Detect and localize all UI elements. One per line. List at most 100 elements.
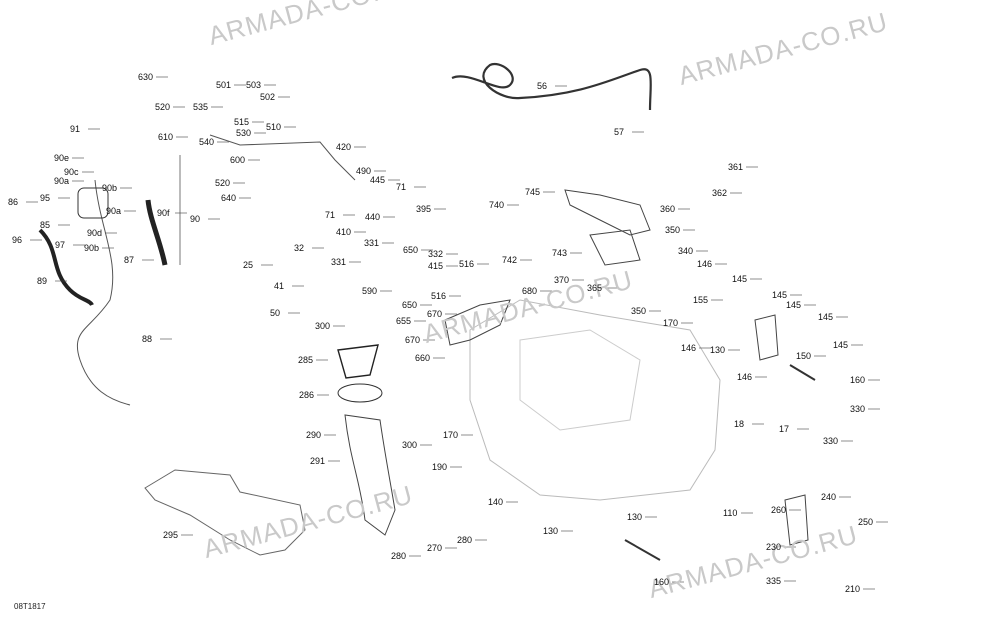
callout-170: 170 xyxy=(663,318,679,328)
callout-370: 370 xyxy=(554,275,570,285)
callout-280: 280 xyxy=(457,535,473,545)
callout-130: 130 xyxy=(627,512,643,522)
callout-190: 190 xyxy=(432,462,448,472)
callout-286: 286 xyxy=(299,390,315,400)
callout-145: 145 xyxy=(833,340,849,350)
callout-86: 86 xyxy=(8,197,19,207)
bracket-660 xyxy=(444,299,511,346)
callout-90e: 90e xyxy=(54,153,70,163)
callout-85: 85 xyxy=(40,220,51,230)
callout-95: 95 xyxy=(40,193,51,203)
callout-230: 230 xyxy=(766,542,782,552)
bolt-160 xyxy=(789,364,816,381)
callout-17: 17 xyxy=(779,424,790,434)
cable-89 xyxy=(38,228,94,307)
callout-503: 503 xyxy=(246,80,262,90)
callout-516: 516 xyxy=(459,259,475,269)
callout-32: 32 xyxy=(294,243,305,253)
callout-510: 510 xyxy=(266,122,282,132)
callout-501: 501 xyxy=(216,80,232,90)
callout-600: 600 xyxy=(230,155,246,165)
callout-145: 145 xyxy=(786,300,802,310)
callout-146: 146 xyxy=(681,343,697,353)
callout-25: 25 xyxy=(243,260,254,270)
callout-670: 670 xyxy=(427,309,443,319)
callout-300: 300 xyxy=(402,440,418,450)
mount-230 xyxy=(784,494,809,546)
callout-290: 290 xyxy=(306,430,322,440)
callout-145: 145 xyxy=(772,290,788,300)
callout-365: 365 xyxy=(587,283,603,293)
callout-440: 440 xyxy=(365,212,381,222)
boot-365 xyxy=(589,229,641,266)
callout-445: 445 xyxy=(370,175,386,185)
callout-270: 270 xyxy=(427,543,443,553)
skid-plate-295 xyxy=(144,469,306,556)
callout-520: 520 xyxy=(215,178,231,188)
clamp-286 xyxy=(337,383,383,403)
callout-350: 350 xyxy=(631,306,647,316)
callout-145: 145 xyxy=(818,312,834,322)
throttle-cable xyxy=(209,134,356,181)
callout-240: 240 xyxy=(821,492,837,502)
callout-150: 150 xyxy=(796,351,812,361)
callout-300: 300 xyxy=(315,321,331,331)
duct-360 xyxy=(564,189,651,236)
callout-361: 361 xyxy=(728,162,744,172)
callout-260: 260 xyxy=(771,505,787,515)
callout-540: 540 xyxy=(199,137,215,147)
callout-96: 96 xyxy=(12,235,23,245)
callout-650: 650 xyxy=(403,245,419,255)
engine-detail xyxy=(519,329,641,431)
callout-155: 155 xyxy=(693,295,709,305)
callout-535: 535 xyxy=(193,102,209,112)
callout-250: 250 xyxy=(858,517,874,527)
callout-655: 655 xyxy=(396,316,412,326)
belt-56 xyxy=(451,62,652,111)
callout-520: 520 xyxy=(155,102,171,112)
callout-90a: 90a xyxy=(106,206,122,216)
callout-610: 610 xyxy=(158,132,174,142)
harness-wire xyxy=(76,179,131,406)
callout-110: 110 xyxy=(723,508,738,518)
callout-295: 295 xyxy=(163,530,179,540)
callout-88: 88 xyxy=(142,334,153,344)
callout-285: 285 xyxy=(298,355,314,365)
callout-530: 530 xyxy=(236,128,252,138)
callout-335: 335 xyxy=(766,576,782,586)
callout-650: 650 xyxy=(402,300,418,310)
callout-41: 41 xyxy=(274,281,285,291)
throttle-body-90 xyxy=(77,187,109,219)
callout-330: 330 xyxy=(850,404,866,414)
callout-90: 90 xyxy=(190,214,201,224)
callout-91: 91 xyxy=(70,124,81,134)
callout-350: 350 xyxy=(665,225,681,235)
callout-170: 170 xyxy=(443,430,459,440)
callout-362: 362 xyxy=(712,188,728,198)
callout-90b: 90b xyxy=(84,243,100,253)
callout-420: 420 xyxy=(336,142,352,152)
callout-90c: 90c xyxy=(64,167,79,177)
callout-90b: 90b xyxy=(102,183,118,193)
callout-590: 590 xyxy=(362,286,378,296)
callout-740: 740 xyxy=(489,200,505,210)
callout-140: 140 xyxy=(488,497,504,507)
callout-515: 515 xyxy=(234,117,250,127)
callout-90a: 90a xyxy=(54,176,70,186)
callout-332: 332 xyxy=(428,249,444,259)
callout-130: 130 xyxy=(543,526,559,536)
callout-331: 331 xyxy=(331,257,347,267)
callout-89: 89 xyxy=(37,276,48,286)
callout-340: 340 xyxy=(678,246,694,256)
intake-duct-290 xyxy=(344,414,396,536)
callout-90d: 90d xyxy=(87,228,103,238)
air-filter-285 xyxy=(337,344,379,379)
bolt-160b xyxy=(624,539,661,561)
callout-210: 210 xyxy=(845,584,861,594)
callout-146: 146 xyxy=(697,259,713,269)
callout-50: 50 xyxy=(270,308,281,318)
callout-640: 640 xyxy=(221,193,237,203)
callout-415: 415 xyxy=(428,261,444,271)
